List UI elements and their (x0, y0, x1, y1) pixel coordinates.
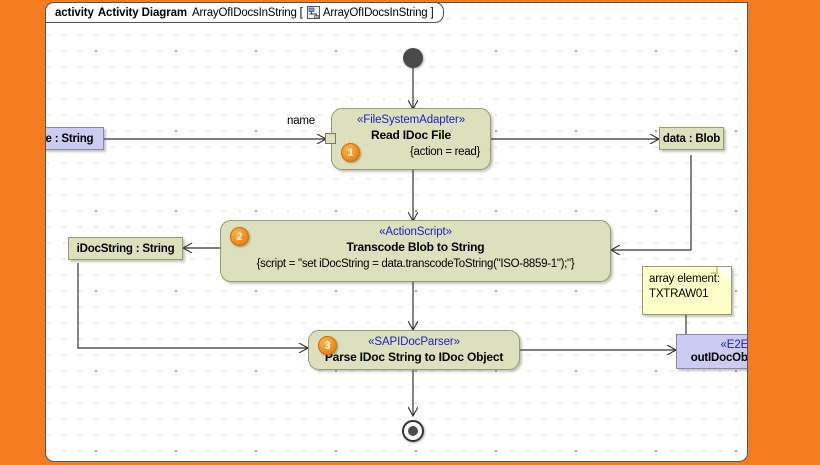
input-pin-name[interactable] (325, 133, 336, 144)
action-title: Read IDoc File (371, 128, 451, 142)
note-fold-corner (716, 267, 731, 282)
action-badge-1[interactable]: 1 (341, 143, 360, 162)
pin-label-name: name (287, 115, 315, 127)
action-badge-3[interactable]: 3 (318, 336, 337, 355)
action-title: Parse IDoc String to IDoc Object (324, 350, 504, 364)
object-node-label: iDocFile : String (45, 132, 94, 145)
header-diagram-name: ArrayOfIDocsInString (192, 6, 297, 19)
object-node-label: iDocString : String (76, 242, 175, 255)
action-badge-2[interactable]: 2 (230, 227, 249, 246)
object-node-outidocobjects[interactable]: «E2EArray» outIDocObjects : Array (676, 334, 748, 369)
header-kind: Activity Diagram (97, 6, 187, 19)
diagram-node-layer: iDocFile : String name «FileSystemAdapte… (45, 3, 748, 461)
object-node-label: outIDocObjects : Array (690, 352, 748, 364)
action-node-transcode-blob-to-string[interactable]: «ActionScript» Transcode Blob to String … (220, 220, 611, 282)
action-node-parse-idoc-string[interactable]: «SAPIDocParser» Parse IDoc String to IDo… (308, 330, 520, 370)
action-stereotype: «ActionScript» (379, 226, 452, 238)
action-title: Transcode Blob to String (346, 240, 485, 254)
object-node-idocfile[interactable]: iDocFile : String (45, 127, 104, 150)
activity-diagram-icon (306, 6, 320, 19)
action-property: {script = "set iDocString = data.transco… (256, 258, 575, 270)
header-scope: ArrayOfIDocsInString (322, 6, 428, 19)
note-array-element[interactable]: array element: TXTRAW01 (642, 266, 732, 315)
action-stereotype: «SAPIDocParser» (368, 336, 460, 348)
header-keyword: activity (55, 6, 94, 19)
activity-diagram-frame: iDocFile : String name «FileSystemAdapte… (45, 2, 748, 462)
activity-final-node[interactable] (402, 420, 424, 442)
note-line-1: array element: (649, 273, 720, 285)
header-bracket-open: [ (299, 6, 303, 19)
object-node-idocstring[interactable]: iDocString : String (68, 237, 183, 260)
action-stereotype: «FileSystemAdapter» (356, 114, 466, 126)
object-node-data-blob[interactable]: data : Blob (659, 127, 724, 150)
initial-node[interactable] (403, 48, 423, 68)
object-node-stereotype: «E2EArray» (720, 339, 748, 351)
diagram-header[interactable]: activity Activity Diagram ArrayOfIDocsIn… (46, 3, 444, 23)
object-node-label: data : Blob (662, 132, 721, 145)
note-line-2: TXTRAW01 (649, 288, 709, 300)
header-bracket-close: ] (430, 6, 434, 19)
